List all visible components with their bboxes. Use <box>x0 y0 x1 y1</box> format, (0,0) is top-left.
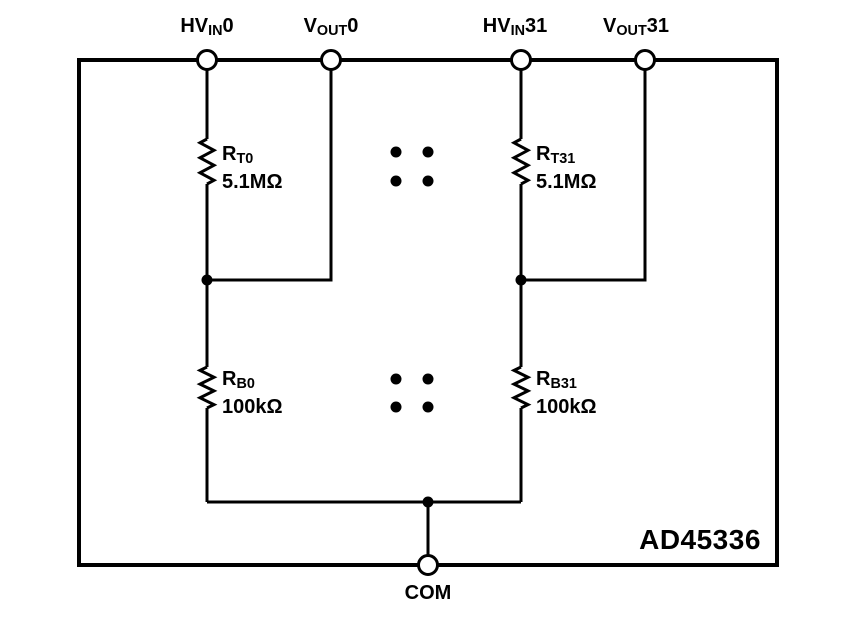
ellipsis-dot <box>422 373 434 385</box>
ellipsis-dots-bottom <box>390 373 434 413</box>
ellipsis-dot <box>422 401 434 413</box>
terminal-vout0-pin <box>320 49 342 71</box>
resistor-name-subscript: B31 <box>550 376 577 393</box>
terminal-label-vout0: VOUT0 <box>304 14 359 43</box>
resistor-rt31-symbol <box>510 137 532 186</box>
resistor-value: 5.1MΩ <box>536 171 597 194</box>
terminal-vout31-pin <box>634 49 656 71</box>
terminal-label-index: 0 <box>222 15 234 37</box>
resistor-name-text: R <box>536 368 551 390</box>
resistor-name-subscript: B0 <box>236 376 255 393</box>
terminal-label-index: 31 <box>646 15 669 37</box>
terminal-label-hvin31: HVIN31 <box>483 14 547 43</box>
ellipsis-dot <box>390 373 402 385</box>
resistor-name-subscript: T0 <box>236 151 254 168</box>
ellipsis-dot <box>422 175 434 187</box>
terminal-label-vout31: VOUT31 <box>603 14 669 43</box>
terminal-label-index: 0 <box>347 15 359 37</box>
resistor-value: 100kΩ <box>222 396 283 419</box>
resistor-name-text: R <box>222 143 237 165</box>
resistor-value: 5.1MΩ <box>222 171 283 194</box>
wire-vout0-tap <box>207 60 333 282</box>
resistor-name: RB0 <box>222 368 283 396</box>
resistor-name: RT0 <box>222 143 283 171</box>
resistor-label-rb31: RB31 100kΩ <box>536 368 597 419</box>
chip-part-number: AD45336 <box>639 524 761 555</box>
terminal-hvin31-pin <box>510 49 532 71</box>
resistor-label-rt31: RT31 5.1MΩ <box>536 143 597 194</box>
terminal-label-subscript: IN <box>208 23 223 40</box>
terminal-label-index: 31 <box>524 15 548 37</box>
terminal-hvin0-pin <box>196 49 218 71</box>
terminal-label-text: V <box>603 15 617 37</box>
terminal-label-text: HV <box>482 15 511 37</box>
terminal-label-subscript: OUT <box>616 23 647 40</box>
resistor-value: 100kΩ <box>536 396 597 419</box>
resistor-rb0-symbol <box>196 365 218 410</box>
terminal-label-subscript: IN <box>510 23 525 40</box>
ellipsis-dot <box>390 401 402 413</box>
resistor-name: RB31 <box>536 368 597 396</box>
resistor-name-text: R <box>536 143 551 165</box>
junction-dot-tap0 <box>201 274 213 286</box>
ellipsis-dot <box>390 175 402 187</box>
terminal-label-text: HV <box>180 15 209 37</box>
ellipsis-dot <box>422 146 434 158</box>
resistor-rt0-symbol <box>196 137 218 186</box>
wire-vout31-tap <box>521 60 647 282</box>
terminal-label-subscript: OUT <box>316 23 348 40</box>
ellipsis-dots-top <box>390 146 434 187</box>
terminal-label-hvin0: HVIN0 <box>180 14 233 43</box>
terminal-label-com: COM <box>404 582 452 604</box>
terminal-com-pin <box>417 554 439 576</box>
chip-boundary-box <box>77 58 779 567</box>
resistor-label-rt0: RT0 5.1MΩ <box>222 143 283 194</box>
junction-dot-tap31 <box>515 274 527 286</box>
terminal-label-text: V <box>303 15 317 37</box>
ellipsis-dot <box>390 146 402 158</box>
resistor-label-rb0: RB0 100kΩ <box>222 368 283 419</box>
resistor-name-text: R <box>222 368 237 390</box>
resistor-name-subscript: T31 <box>550 151 576 168</box>
resistor-name: RT31 <box>536 143 597 171</box>
resistor-rb31-symbol <box>510 365 532 410</box>
